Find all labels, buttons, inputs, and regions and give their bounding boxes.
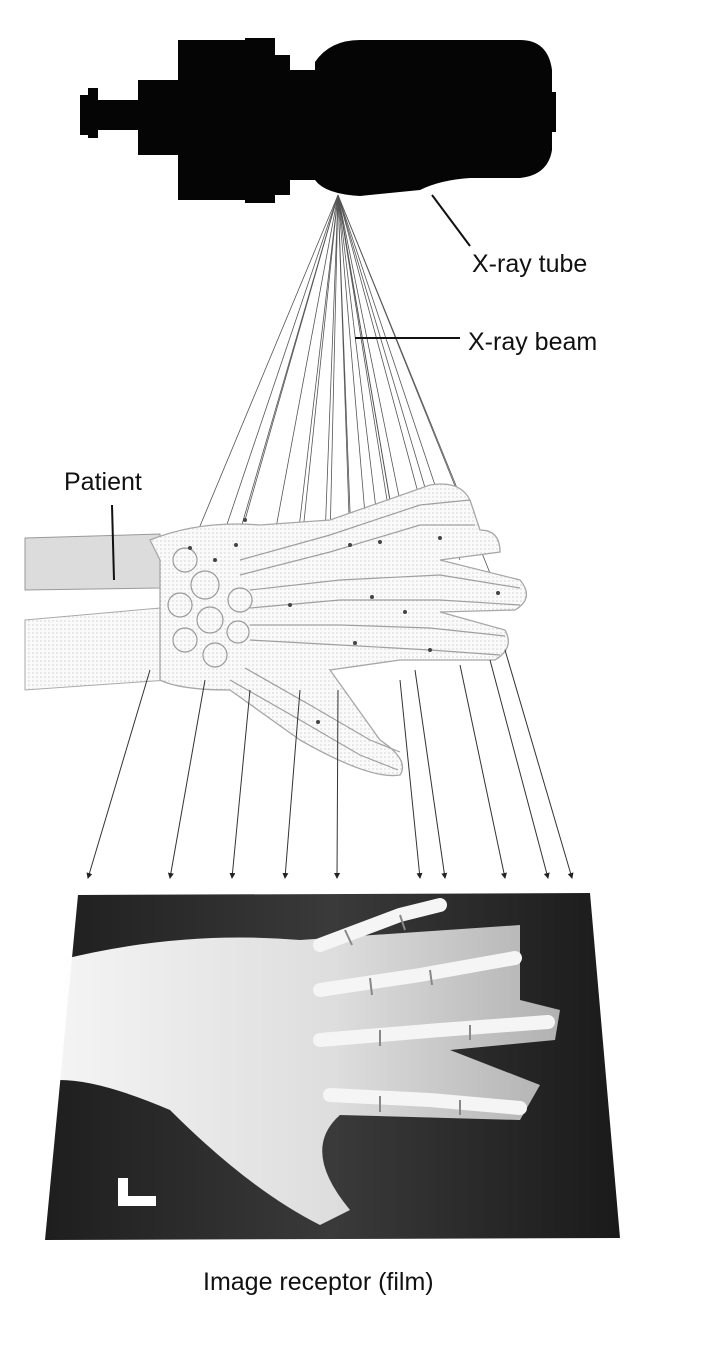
transmitted-ray-arrow <box>490 660 548 878</box>
transmitted-ray-arrow <box>88 670 150 878</box>
transmitted-ray-arrow <box>170 680 205 878</box>
transmitted-ray-arrow <box>400 680 420 878</box>
transmitted-ray-arrow <box>232 690 250 878</box>
beam-ray <box>338 195 420 500</box>
xray-beam-label: X-ray beam <box>468 330 597 355</box>
transmitted-ray-arrow <box>460 665 505 878</box>
xray-tube-label: X-ray tube <box>472 252 587 277</box>
image-receptor-label: Image receptor (film) <box>203 1270 434 1295</box>
radiograph-film-icon <box>45 893 620 1240</box>
transmitted-ray-arrow <box>415 670 445 878</box>
beam-ray <box>190 195 338 550</box>
hand-skeleton-icon <box>25 484 526 776</box>
beam-ray <box>215 195 338 560</box>
patient-label: Patient <box>64 470 142 495</box>
beam-ray <box>338 195 390 500</box>
beam-ray <box>300 195 338 560</box>
xray-tube-icon <box>80 38 556 203</box>
beam-ray <box>270 195 338 560</box>
beam-ray <box>245 195 338 520</box>
